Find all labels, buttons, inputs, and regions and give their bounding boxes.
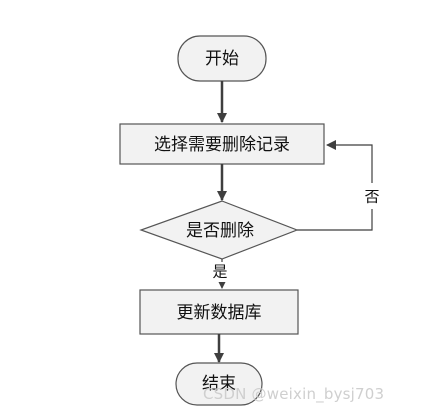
yes-label-bg	[210, 262, 234, 282]
yes-label: 是	[212, 263, 227, 281]
select-record-node: 选择需要删除记录	[119, 123, 325, 165]
update-db-label: 更新数据库	[177, 303, 262, 323]
no-label: 否	[364, 188, 379, 206]
end-node: 结束	[175, 362, 263, 406]
watermark: CSDN @weixin_bysj703	[203, 385, 385, 403]
decision-label: 是否删除	[186, 221, 254, 241]
end-label: 结束	[202, 374, 236, 394]
start-label: 开始	[205, 49, 239, 69]
no-label-bg	[360, 183, 384, 209]
decision-node: 是否删除	[139, 200, 299, 260]
select-record-label: 选择需要删除记录	[154, 135, 290, 155]
update-db-node: 更新数据库	[139, 289, 299, 335]
start-node: 开始	[177, 35, 267, 82]
